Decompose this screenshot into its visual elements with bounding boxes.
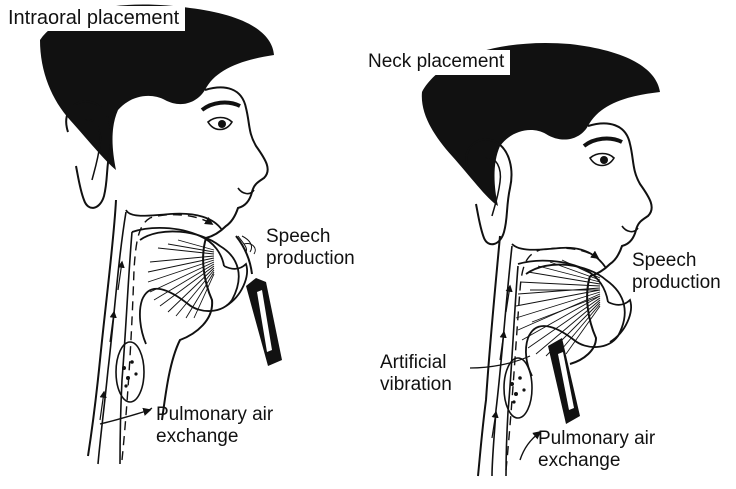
label-line: vibration — [380, 374, 452, 396]
neck-figure — [422, 43, 660, 476]
larynx-right — [504, 358, 532, 418]
label-line: Artificial — [380, 352, 452, 374]
panel-title-neck: Neck placement — [362, 50, 510, 75]
label-line: Pulmonary air — [538, 428, 655, 450]
label-line: Speech — [632, 250, 721, 272]
label-line: exchange — [538, 450, 655, 472]
tongue-left — [140, 231, 239, 344]
label-speech-production-intraoral: Speech production — [266, 226, 355, 270]
label-speech-production-neck: Speech production — [632, 250, 721, 294]
sound-wisps-left — [238, 236, 255, 254]
label-line: exchange — [156, 426, 273, 448]
label-pulmonary-neck: Pulmonary air exchange — [538, 428, 655, 472]
face-left — [205, 87, 268, 238]
label-line: Speech — [266, 226, 355, 248]
label-pulmonary-intraoral: Pulmonary air exchange — [156, 404, 273, 448]
label-line: production — [632, 272, 721, 294]
panel-title-intraoral: Intraoral placement — [2, 6, 185, 31]
label-artificial-vibration: Artificial vibration — [380, 352, 452, 396]
label-line: production — [266, 248, 355, 270]
intraoral-figure — [40, 5, 282, 464]
label-line: Pulmonary air — [156, 404, 273, 426]
